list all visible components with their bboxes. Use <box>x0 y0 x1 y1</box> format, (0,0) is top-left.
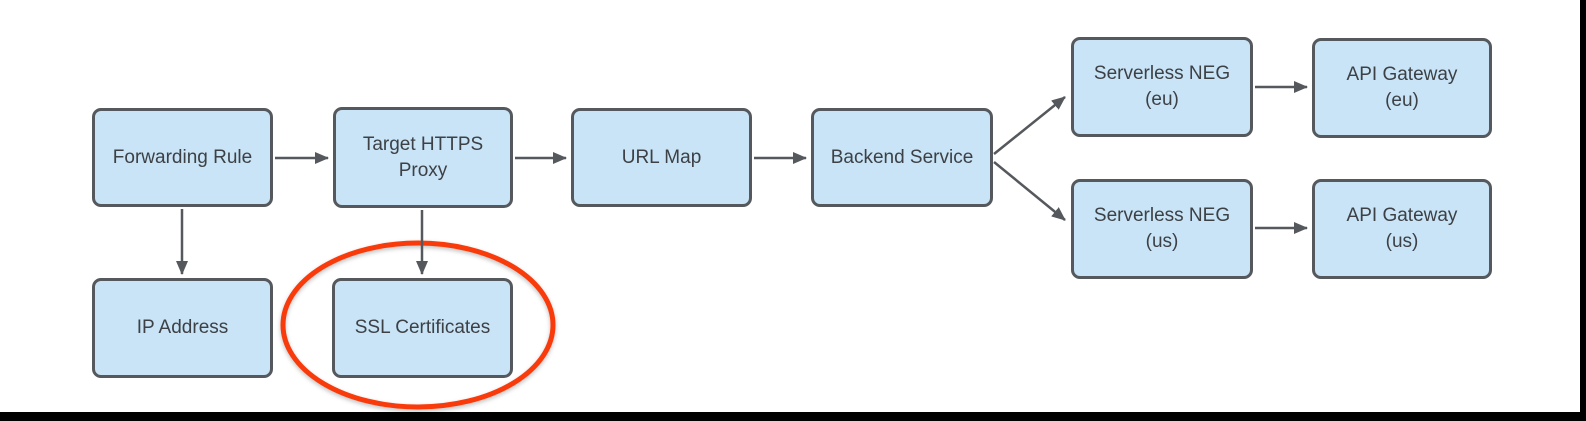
right-border-bar <box>1580 0 1586 421</box>
node-target-https-proxy: Target HTTPS Proxy <box>333 107 513 208</box>
node-ssl-certificates: SSL Certificates <box>332 278 513 378</box>
node-backend-service: Backend Service <box>811 108 993 207</box>
node-serverless-neg-us: Serverless NEG (us) <box>1071 179 1253 279</box>
node-api-gateway-us: API Gateway (us) <box>1312 179 1492 279</box>
node-forwarding-rule: Forwarding Rule <box>92 108 273 207</box>
node-url-map: URL Map <box>571 108 752 207</box>
arrow-backend-service-to-serverless-neg-us <box>993 161 1066 221</box>
bottom-border-bar <box>0 412 1586 421</box>
node-serverless-neg-eu: Serverless NEG (eu) <box>1071 37 1253 137</box>
node-api-gateway-eu: API Gateway (eu) <box>1312 38 1492 138</box>
node-ip-address: IP Address <box>92 278 273 378</box>
arrow-backend-service-to-serverless-neg-eu <box>993 96 1066 155</box>
